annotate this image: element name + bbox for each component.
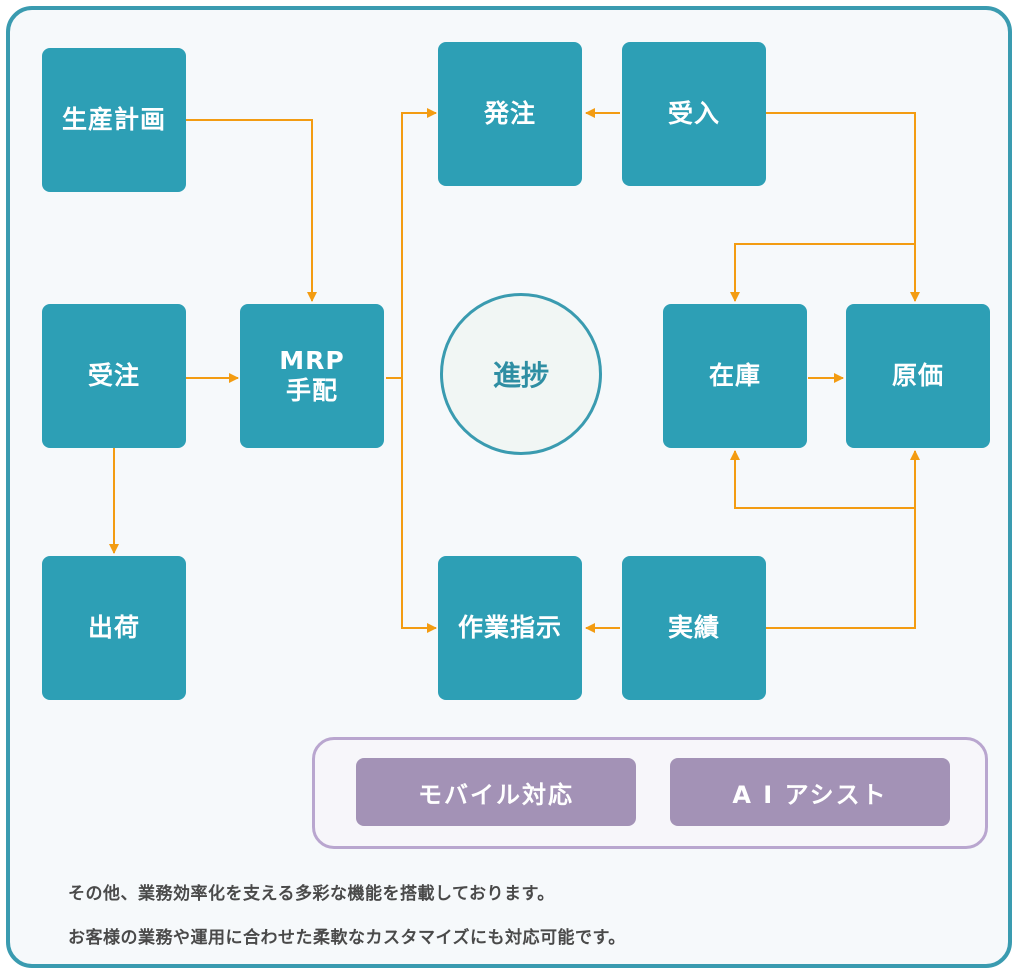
progress-hub-label: 進捗: [492, 359, 549, 392]
node-mrp: MRP 手配: [240, 304, 384, 448]
feature-mobile: モバイル対応: [356, 758, 636, 826]
node-receiving: 受入: [622, 42, 766, 186]
node-order-received: 受注: [42, 304, 186, 448]
feature-ai-assist: A I アシスト: [670, 758, 950, 826]
node-production-plan: 生産計画: [42, 48, 186, 192]
arrow-plan-to-mrp: [186, 119, 317, 302]
node-work-instruction: 作業指示: [438, 556, 582, 700]
node-purchase-order: 発注: [438, 42, 582, 186]
note-line-2: お客様の業務や運用に合わせた柔軟なカスタマイズにも対応可能です。: [68, 928, 626, 948]
arrow-results-to-cost: [766, 450, 920, 629]
arrow-results-to-inventory: [730, 450, 915, 509]
note-line-1: その他、業務効率化を支える多彩な機能を搭載しております。: [68, 884, 555, 904]
node-actual-results: 実績: [622, 556, 766, 700]
node-cost: 原価: [846, 304, 990, 448]
progress-hub: 進捗: [440, 293, 602, 455]
arrow-receiving-to-inventory: [730, 243, 915, 302]
arrow-mrp-to-workorder: [401, 378, 437, 633]
node-shipping: 出荷: [42, 556, 186, 700]
node-inventory: 在庫: [663, 304, 807, 448]
arrow-receiving-to-cost: [766, 112, 920, 302]
arrow-mrp-to-purchase: [386, 108, 437, 379]
